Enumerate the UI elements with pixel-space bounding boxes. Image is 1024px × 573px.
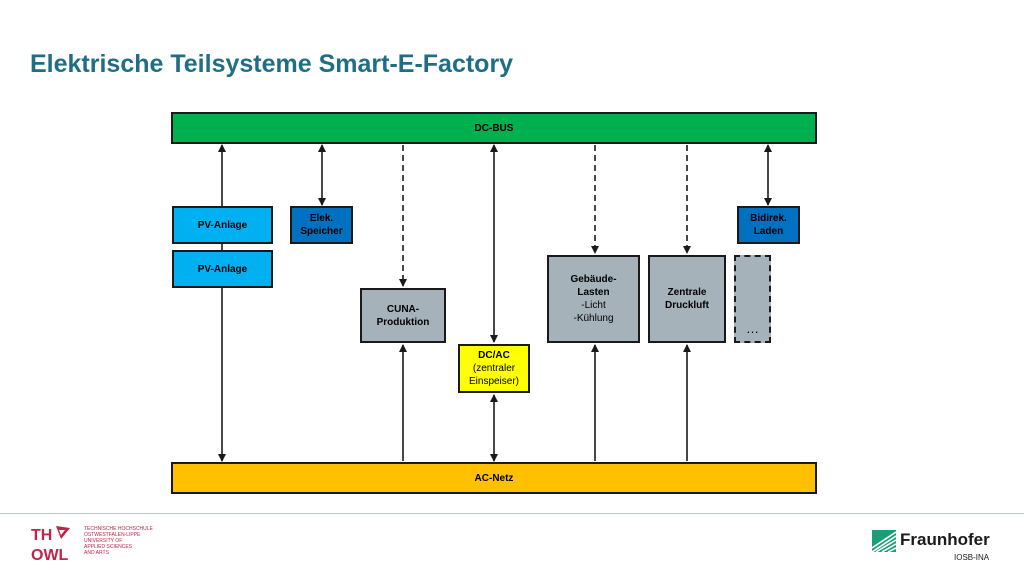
dcac-line-3: Einspeiser) [468,376,520,387]
zentrale-druckluft-box: Zentrale Druckluft [648,255,726,343]
th-owl-text-1: TECHNISCHE HOCHSCHULE [84,526,153,532]
th-owl-text: TECHNISCHE HOCHSCHULE OSTWESTFALEN-LIPPE… [84,526,153,556]
dc-bus-label: DC-BUS [474,122,514,134]
footer-divider [0,513,1024,514]
svg-text:TH: TH [31,527,52,544]
bidirek-laden-box: Bidirek. Laden [737,206,800,244]
fraunhofer-name: Fraunhofer [900,530,990,549]
gebaeude-line-2: Lasten [577,287,610,298]
more-ellipsis: … [746,321,759,336]
elek-speicher-line-2: Speicher [300,226,343,237]
dc-bus-bar: DC-BUS [171,112,817,144]
druckluft-line-2: Druckluft [665,300,709,311]
gebaeude-lasten-box: Gebäude- Lasten -Licht -Kühlung [547,255,640,343]
pv-anlage-box-1: PV-Anlage [172,206,273,244]
pv-anlage-label-1: PV-Anlage [197,219,248,231]
ac-netz-label: AC-Netz [474,472,514,484]
th-owl-text-5: AND ARTS [84,550,109,556]
svg-text:OWL: OWL [31,547,69,564]
dcac-box: DC/AC (zentraler Einspeiser) [458,344,530,393]
th-owl-text-2: OSTWESTFALEN-LIPPE [84,532,141,538]
dcac-line-2: (zentraler [472,363,516,374]
th-owl-text-3: UNIVERSITY OF [84,538,123,544]
gebaeude-line-3: -Licht [581,300,606,311]
fraunhofer-logo: Fraunhofer IOSB-INA [872,528,1002,568]
fraunhofer-logo-icon [872,530,896,552]
pv-anlage-box-2: PV-Anlage [172,250,273,288]
gebaeude-line-4: -Kühlung [573,313,614,324]
th-owl-logo-mark-icon: TH OWL [31,526,70,564]
ac-netz-bar: AC-Netz [171,462,817,494]
cuna-line-2: Produktion [376,316,430,328]
cuna-line-1: CUNA- [386,303,420,315]
th-owl-logo: TH OWL TECHNISCHE HOCHSCHULE OSTWESTFALE… [30,522,175,566]
pv-anlage-label-2: PV-Anlage [197,263,248,275]
fraunhofer-sub: IOSB-INA [954,553,990,562]
elek-speicher-box: Elek. Speicher [290,206,353,244]
gebaeude-line-1: Gebäude- [570,274,617,285]
bidirek-line-1: Bidirek. [750,213,787,224]
bidirek-line-2: Laden [753,226,784,237]
th-owl-text-4: APPLIED SCIENCES [84,544,133,550]
druckluft-line-1: Zentrale [667,287,707,298]
dcac-line-1: DC/AC [478,350,510,361]
slide-title: Elektrische Teilsysteme Smart-E-Factory [30,50,514,78]
cuna-produktion-box: CUNA- Produktion [360,288,446,343]
more-systems-box: … [734,255,771,343]
elek-speicher-line-1: Elek. [309,213,334,224]
